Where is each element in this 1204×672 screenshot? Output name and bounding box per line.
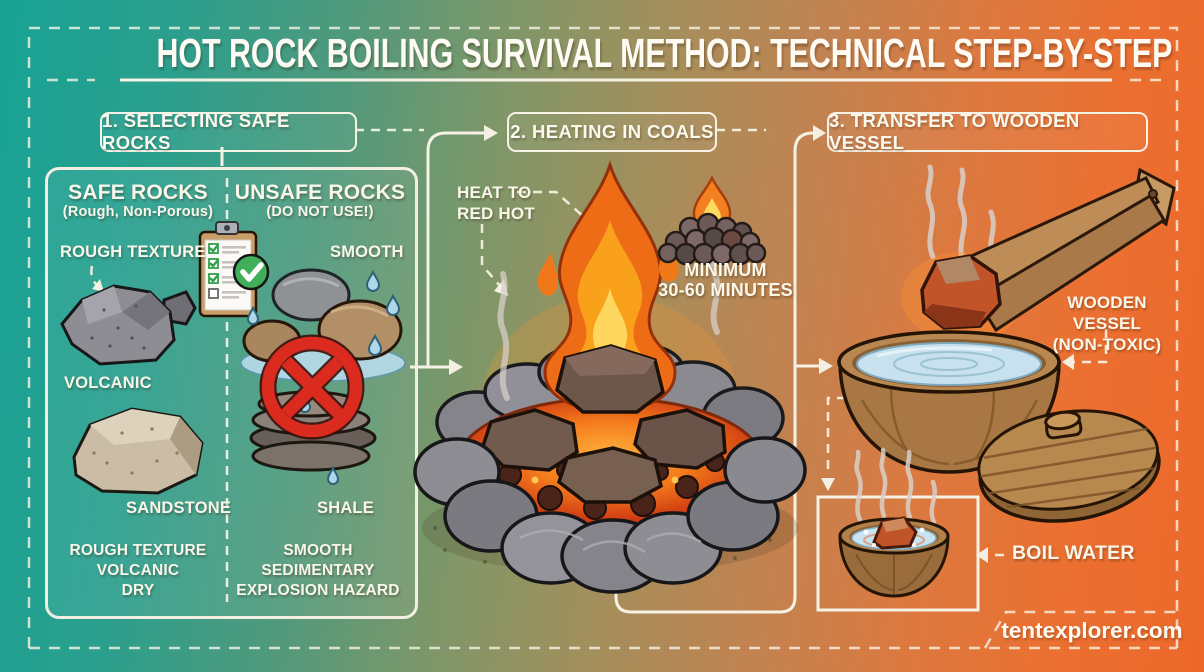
boil-water-label: BOIL WATER: [1012, 542, 1135, 564]
boiling-bowl-icon: [838, 447, 950, 598]
solid-arrows: [220, 131, 980, 614]
unsafe-rocks-title: UNSAFE ROCKS: [234, 181, 406, 204]
safe-traits-list: ROUGH TEXTURE VOLCANIC DRY: [48, 541, 228, 601]
duration-label: MINIMUM 30-60 MINUTES: [658, 260, 793, 300]
sandstone-label: SANDSTONE: [126, 499, 232, 517]
website-badge: tentexplorer.com: [1001, 612, 1182, 649]
shale-label: SHALE: [317, 499, 374, 517]
checklist-clipboard-icon: [198, 221, 270, 318]
page-title: HOT ROCK BOILING SURVIVAL METHOD: TECHNI…: [156, 30, 1173, 76]
volcanic-label: VOLCANIC: [64, 374, 152, 392]
steam-wisps: [925, 164, 996, 265]
dashed-frame: [27, 26, 1179, 650]
steam-wisps: [854, 447, 937, 525]
safe-rocks-subtitle: (Rough, Non-Porous): [62, 204, 214, 220]
heating-rocks: [480, 344, 727, 504]
vessel-lid-icon: [977, 409, 1161, 523]
heat-callout: HEAT TO RED HOT: [457, 183, 535, 223]
safe-rocks-title: SAFE ROCKS: [68, 181, 208, 204]
unsafe-traits-list: SMOOTH SEDIMENTARY EXPLOSION HAZARD: [228, 541, 408, 601]
unsafe-trait: SMOOTH: [283, 542, 353, 559]
tongs-hot-rock-icon: [901, 164, 1176, 342]
step-2-header: 2. HEATING IN COALS: [507, 112, 717, 152]
unsafe-rocks-subtitle: (DO NOT USE!): [266, 204, 374, 220]
safe-trait: DRY: [121, 582, 155, 599]
rough-texture-callout: ROUGH TEXTURE: [60, 243, 206, 261]
approved-check-icon: [232, 253, 270, 291]
water-droplets: [246, 269, 401, 485]
coal-pile-icon: [657, 175, 767, 266]
website-url: tentexplorer.com: [1001, 617, 1183, 643]
vessel-callout: WOODEN VESSEL (NON-TOXIC): [1052, 293, 1162, 354]
safe-trait: ROUGH TEXTURE: [69, 542, 207, 559]
unsafe-trait: SEDIMENTARY: [261, 562, 375, 579]
smooth-callout: SMOOTH: [330, 243, 404, 261]
safe-trait: VOLCANIC: [96, 562, 180, 579]
volcanic-rock-icon: [60, 284, 197, 366]
boil-water-frame: [816, 495, 980, 612]
step-1-header: 1. SELECTING SAFE ROCKS: [100, 110, 357, 153]
sandstone-rock-icon: [72, 407, 204, 495]
firepit-illustration: [413, 160, 807, 594]
unsafe-trait: EXPLOSION HAZARD: [236, 582, 400, 599]
prohibited-x-icon: [259, 334, 365, 440]
step-3-header: 3. TRANSFER TO WOODEN VESSEL: [827, 110, 1148, 153]
